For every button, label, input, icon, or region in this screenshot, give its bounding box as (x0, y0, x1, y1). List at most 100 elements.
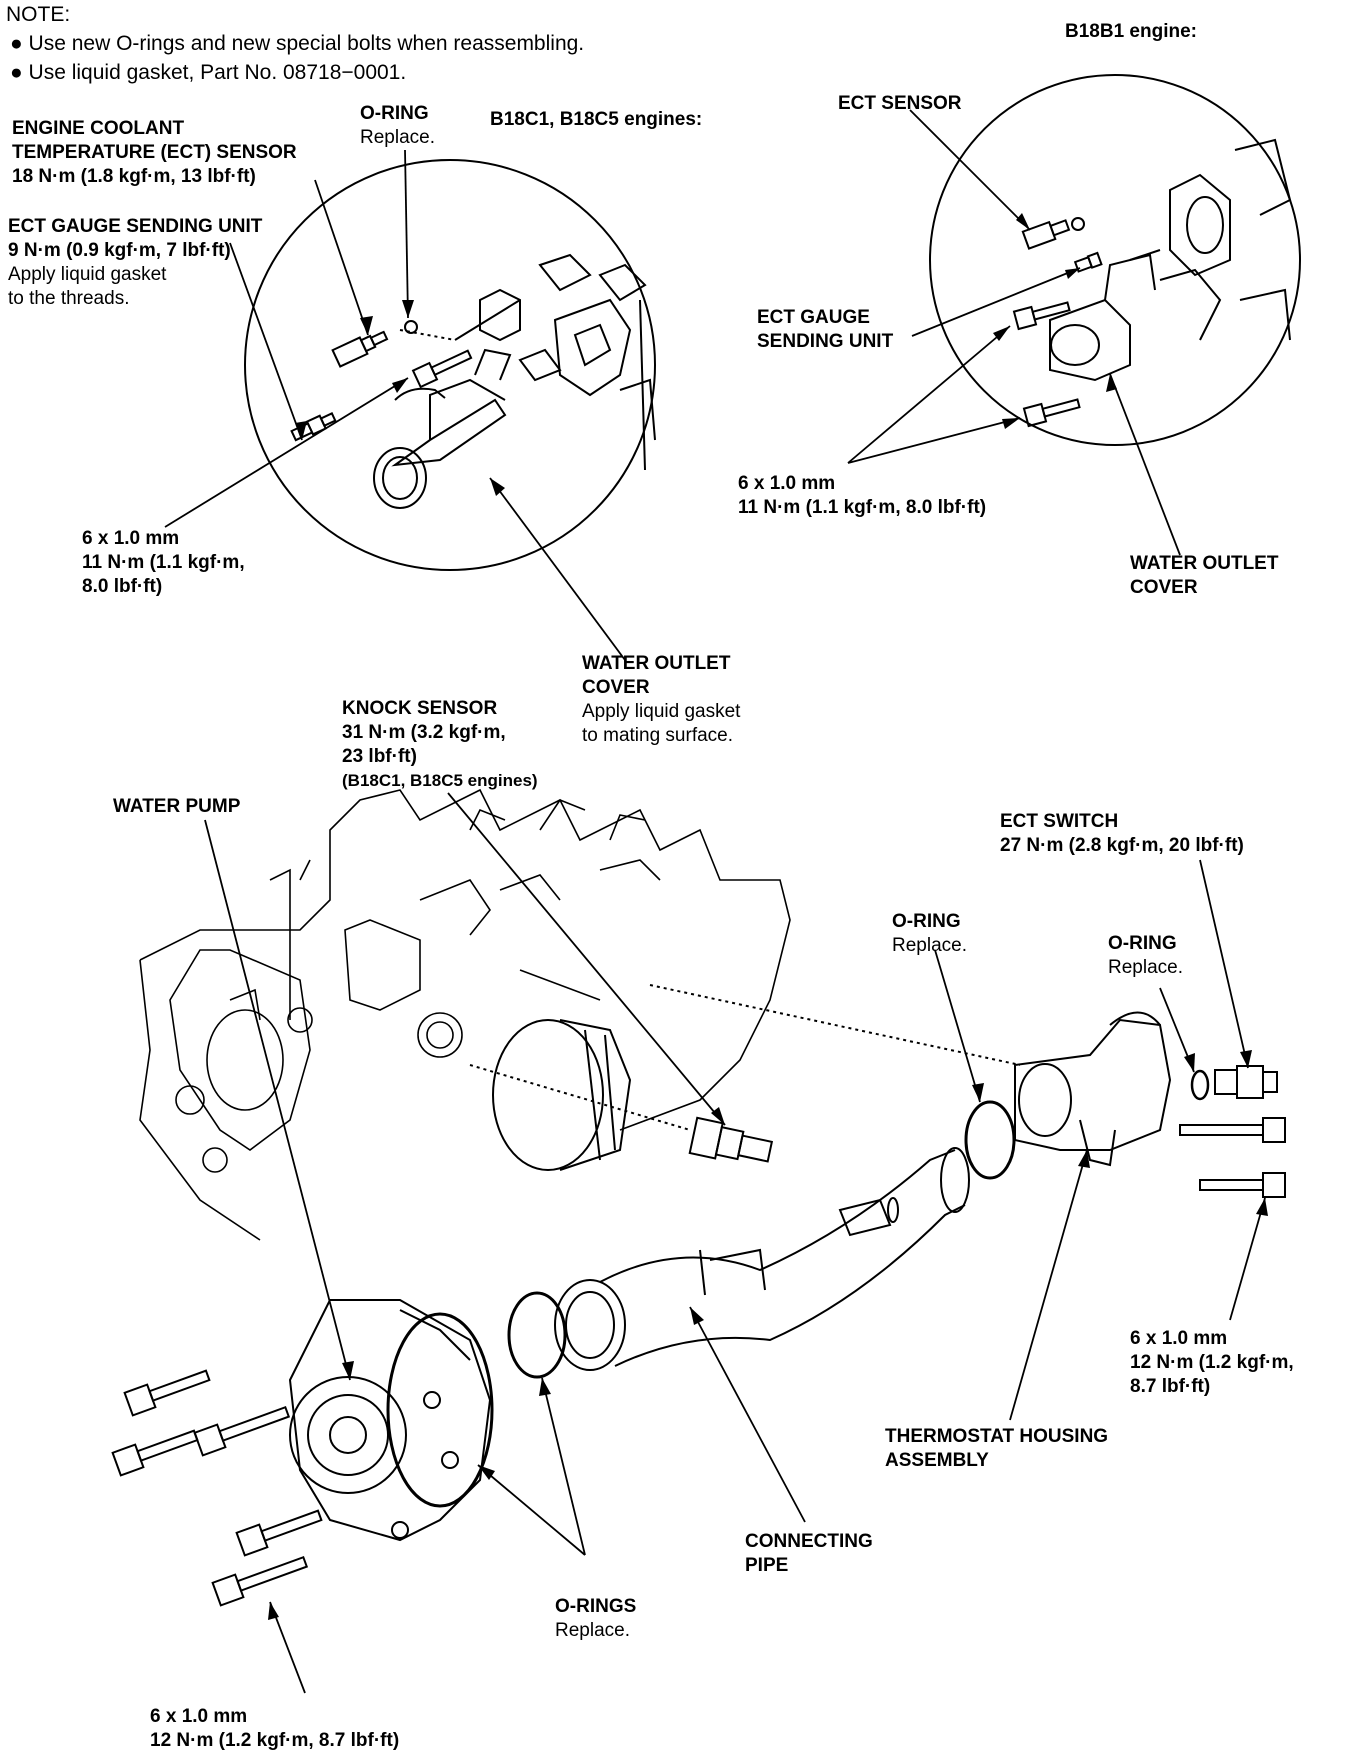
bolt-b18c-torque2: 8.0 lbf·ft) (82, 576, 163, 597)
outlet-b18b-line1: WATER OUTLET (1130, 553, 1279, 574)
ect-switch-name: ECT SWITCH (1000, 811, 1119, 832)
knock-sensor-main (688, 1116, 774, 1163)
bolt-pump-torque: 12 N·m (1.2 kgf·m, 8.7 lbf·ft) (150, 1730, 400, 1751)
ect-sensor-b18c-torque: 18 N·m (1.8 kgf·m, 13 lbf·ft) (12, 166, 256, 187)
thermostat-label: THERMOSTAT HOUSING ASSEMBLY (885, 1425, 1108, 1473)
thermostat-line2: ASSEMBLY (885, 1450, 989, 1471)
bolt-b18c-label: 6 x 1.0 mm 11 N·m (1.1 kgf·m, 8.0 lbf·ft… (82, 527, 245, 599)
thermostat-line1: THERMOSTAT HOUSING (885, 1426, 1109, 1447)
thermostat-housing (1014, 1011, 1172, 1167)
o-rings-note: Replace. (555, 1620, 630, 1641)
ect-sensor-b18c (331, 330, 389, 368)
inset-circle-b18c (244, 159, 656, 571)
bolt-b18c-size: 6 x 1.0 mm (82, 528, 180, 549)
ect-gauge-b18b-line1: ECT GAUGE (757, 307, 870, 328)
bolt-b18c-torque1: 11 N·m (1.1 kgf·m, (82, 552, 245, 573)
bolt-b18b-torque: 11 N·m (1.1 kgf·m, 8.0 lbf·ft) (738, 497, 987, 518)
connecting-pipe-line1: CONNECTING (745, 1531, 873, 1552)
o-ring-switch-note: Replace. (1108, 957, 1183, 978)
pump-o-ring (386, 1312, 494, 1508)
bolt-pump-label: 6 x 1.0 mm 12 N·m (1.2 kgf·m, 8.7 lbf·ft… (150, 1705, 399, 1753)
outlet-b18c-label: WATER OUTLET COVER Apply liquid gasket t… (582, 652, 740, 748)
thermo-bolt-1 (1179, 1117, 1286, 1143)
outlet-b18c-note1: Apply liquid gasket (582, 701, 741, 722)
o-ring-switch-label: O-RING Replace. (1108, 932, 1183, 980)
note-item-text: Use liquid gasket, Part No. 08718−0001. (28, 61, 407, 84)
pipe-o-ring-left (507, 1291, 567, 1379)
ect-sensor-b18c-label: ENGINE COOLANT TEMPERATURE (ECT) SENSOR … (12, 117, 297, 189)
inset-circle-b18b (929, 74, 1301, 446)
o-ring-b18c (404, 320, 418, 334)
oil-filter (492, 1019, 632, 1171)
bolt-thermo-size: 6 x 1.0 mm (1130, 1328, 1228, 1349)
ect-gauge-b18c-note1: Apply liquid gasket (8, 264, 167, 285)
b18b-title: B18B1 engine: (1065, 21, 1197, 42)
bolt-thermo-torque2: 8.7 lbf·ft) (1130, 1376, 1211, 1397)
ect-gauge-b18c-label: ECT GAUGE SENDING UNIT 9 N·m (0.9 kgf·m,… (8, 215, 262, 311)
o-rings-name: O-RINGS (555, 1596, 637, 1617)
o-ring-switch-name: O-RING (1108, 933, 1177, 954)
o-ring-pipe-label: O-RING Replace. (892, 910, 967, 958)
bolt-pump-size: 6 x 1.0 mm (150, 1706, 248, 1727)
pipe-o-ring-right (964, 1100, 1016, 1180)
outlet-b18c-line1: WATER OUTLET (582, 653, 731, 674)
engine-block-b18c (454, 253, 656, 471)
pump-bolt-3 (193, 1405, 291, 1457)
note-heading: NOTE: (6, 3, 71, 26)
outlet-b18c-line2: COVER (582, 677, 650, 698)
pump-bolt-2 (111, 1429, 199, 1477)
outlet-b18b-label: WATER OUTLET COVER (1130, 552, 1278, 600)
note-block: NOTE: ● Use new O-rings and new special … (6, 0, 584, 87)
note-item: ● Use new O-rings and new special bolts … (10, 32, 585, 55)
outlet-b18c-note2: to mating surface. (582, 725, 734, 746)
engine-block-b18b (1129, 138, 1292, 341)
engine-block (139, 788, 791, 1241)
ect-sensor-b18c-line2: TEMPERATURE (ECT) SENSOR (12, 142, 297, 163)
bolt-b18c (411, 349, 473, 389)
pump-bolt-5 (211, 1555, 309, 1607)
connecting-pipe (554, 1147, 970, 1371)
knock-sensor-name: KNOCK SENSOR (342, 698, 498, 719)
o-ring-b18c-name: O-RING (360, 103, 429, 124)
ect-gauge-b18b-label: ECT GAUGE SENDING UNIT (757, 306, 893, 354)
water-pump (288, 1299, 492, 1542)
o-ring-pipe-note: Replace. (892, 935, 967, 956)
o-ring-b18c-label: O-RING Replace. (360, 102, 435, 150)
ect-switch-torque: 27 N·m (2.8 kgf·m, 20 lbf·ft) (1000, 835, 1244, 856)
bolt-b18b-2 (1022, 398, 1081, 428)
knock-sensor-torque1: 31 N·m (3.2 kgf·m, (342, 722, 506, 743)
thermo-bolt-2 (1199, 1172, 1286, 1198)
ect-sensor-b18b (1021, 219, 1071, 250)
ect-sensor-b18c-line1: ENGINE COOLANT (12, 118, 185, 139)
water-outlet-cover-b18c (373, 348, 512, 509)
ect-sensor-b18b-label: ECT SENSOR (838, 93, 962, 114)
ect-gauge-b18b-line2: SENDING UNIT (757, 331, 894, 352)
note-item: ● Use liquid gasket, Part No. 08718−0001… (10, 61, 407, 84)
o-ring-pipe-name: O-RING (892, 911, 961, 932)
ect-switch-label: ECT SWITCH 27 N·m (2.8 kgf·m, 20 lbf·ft) (1000, 810, 1244, 858)
pump-bolt-4 (235, 1509, 323, 1557)
outlet-b18b-line2: COVER (1130, 577, 1198, 598)
ect-gauge-b18b (1073, 251, 1103, 273)
knock-sensor-torque2: 23 lbf·ft) (342, 746, 417, 767)
b18c-title: B18C1, B18C5 engines: (490, 109, 703, 130)
bolt-thermo-label: 6 x 1.0 mm 12 N·m (1.2 kgf·m, 8.7 lbf·ft… (1130, 1327, 1294, 1399)
o-ring-b18c-note: Replace. (360, 127, 435, 148)
water-pump-label: WATER PUMP (113, 796, 241, 817)
bolt-b18b-1 (1012, 301, 1071, 331)
o-rings-label: O-RINGS Replace. (555, 1595, 636, 1643)
ect-gauge-b18c-name: ECT GAUGE SENDING UNIT (8, 216, 263, 237)
o-ring-b18b (1071, 217, 1085, 231)
knock-sensor-note: (B18C1, B18C5 engines) (342, 771, 538, 790)
bolt-b18b-size: 6 x 1.0 mm (738, 473, 836, 494)
knock-sensor-label: KNOCK SENSOR 31 N·m (3.2 kgf·m, 23 lbf·f… (342, 697, 538, 793)
pump-bolt-1 (123, 1369, 211, 1417)
ect-gauge-b18c-note2: to the threads. (8, 288, 130, 309)
connecting-pipe-label: CONNECTING PIPE (745, 1530, 873, 1578)
note-item-text: Use new O-rings and new special bolts wh… (28, 32, 585, 55)
ect-gauge-b18c-torque: 9 N·m (0.9 kgf·m, 7 lbf·ft) (8, 240, 231, 261)
ect-switch (1214, 1065, 1278, 1099)
switch-o-ring (1190, 1069, 1210, 1101)
connecting-pipe-line2: PIPE (745, 1555, 789, 1576)
